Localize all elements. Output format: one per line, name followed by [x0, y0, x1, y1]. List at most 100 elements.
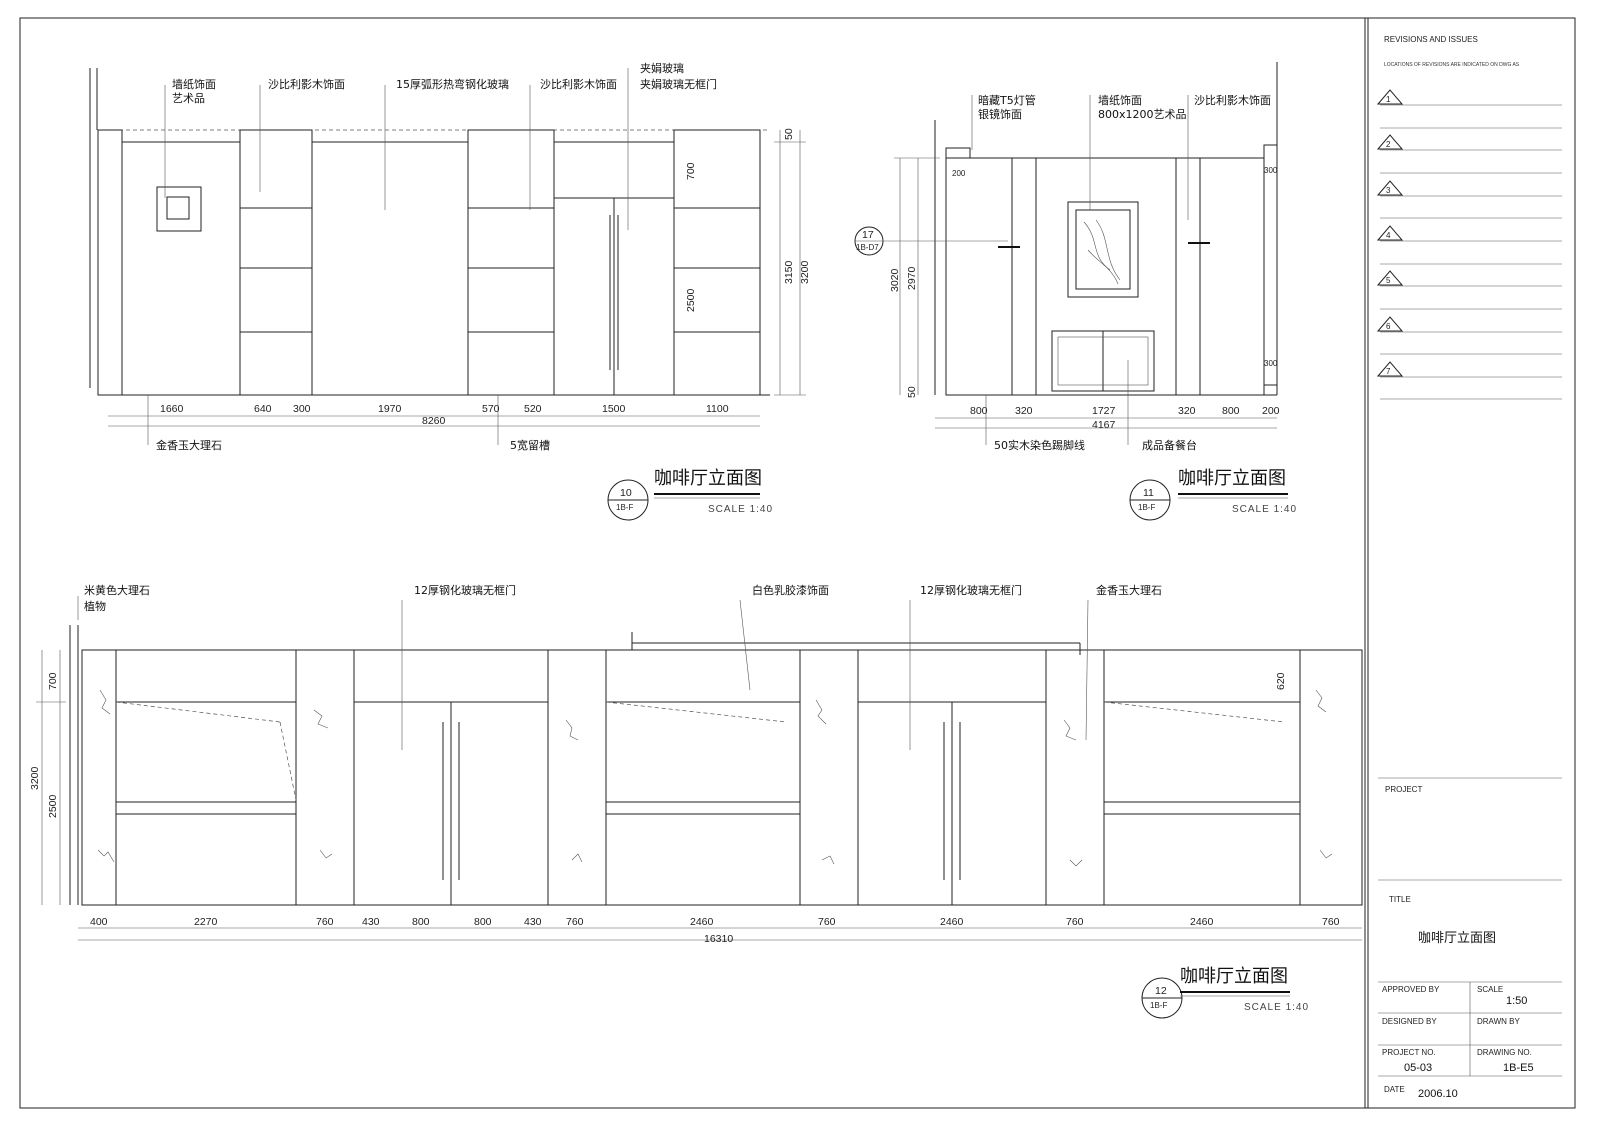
- e10-dim-inner: 2500: [685, 288, 697, 312]
- e10-dim: 1970: [378, 403, 402, 415]
- e11-scale: SCALE 1:40: [1232, 504, 1297, 515]
- e12-dim-inner: 620: [1275, 672, 1287, 690]
- e12-dim: 2270: [194, 916, 218, 928]
- project-no-label: PROJECT NO.: [1382, 1048, 1436, 1057]
- project-no-value: 05-03: [1404, 1062, 1432, 1074]
- e10-dim: 520: [524, 403, 542, 415]
- revision-mark: 3: [1386, 186, 1391, 195]
- title-block: REVISIONS AND ISSUES LOCATIONS OF REVISI…: [1376, 35, 1562, 1100]
- revision-triangle-icon: [1376, 225, 1404, 241]
- drawing-no-value: 1B-E5: [1503, 1062, 1534, 1074]
- e12-label-glass-door1: 12厚钢化玻璃无框门: [414, 583, 516, 597]
- e10-label-wood1: 沙比利影木饰面: [268, 77, 345, 91]
- e10-dim: 570: [482, 403, 500, 415]
- e11-dim: 1727: [1092, 405, 1116, 417]
- revision-mark: 5: [1386, 276, 1391, 285]
- date-label: DATE: [1384, 1085, 1405, 1094]
- elevation-10: 墙纸饰面 艺术品 沙比利影木饰面 15厚弧形热弯钢化玻璃 沙比利影木饰面 夹娟玻…: [89, 61, 811, 521]
- e10-label-wood2: 沙比利影木饰面: [540, 77, 617, 91]
- e11-label-wallpaper: 墙纸饰面: [1098, 93, 1142, 107]
- e11-dim-inner: 200: [952, 169, 966, 178]
- e10-dim-right: 3200: [799, 260, 811, 284]
- revision-list: 1 2 3 4 5 6 7: [1376, 89, 1562, 400]
- e12-ref: 1B-F: [1150, 1001, 1167, 1010]
- e11-ref: 1B-F: [1138, 503, 1155, 512]
- e10-label-wallpaper: 墙纸饰面: [172, 77, 216, 91]
- e12-dim-left: 700: [47, 672, 59, 690]
- e12-title: 咖啡厅立面图: [1180, 966, 1288, 987]
- e12-label-latex-paint: 白色乳胶漆饰面: [752, 583, 829, 597]
- e11-total: 4167: [1092, 419, 1116, 431]
- e10-dim: 1660: [160, 403, 184, 415]
- e10-dim: 1500: [602, 403, 626, 415]
- scale-value: 1:50: [1506, 995, 1527, 1007]
- e11-label-wood: 沙比利影木饰面: [1194, 93, 1271, 107]
- e12-label-plant: 植物: [84, 599, 106, 613]
- drawn-by-label: DRAWN BY: [1477, 1017, 1520, 1026]
- e12-dim: 800: [412, 916, 430, 928]
- sheet-title: 咖啡厅立面图: [1418, 931, 1496, 946]
- e10-dim-right: 50: [783, 128, 795, 140]
- e11-label-sideboard: 成品备餐台: [1142, 438, 1197, 452]
- elevation-12: 米黄色大理石 植物 12厚钢化玻璃无框门 白色乳胶漆饰面 12厚钢化玻璃无框门 …: [29, 583, 1363, 1019]
- revision-triangle-icon: [1376, 89, 1404, 105]
- e10-dim: 300: [293, 403, 311, 415]
- revision-triangle-icon: [1376, 270, 1404, 286]
- title-label: TITLE: [1389, 895, 1411, 904]
- e12-dim: 760: [1322, 916, 1340, 928]
- e11-label-light: 暗藏T5灯管: [978, 93, 1036, 107]
- e11-dim-left: 3020: [889, 268, 901, 292]
- e12-dim: 760: [316, 916, 334, 928]
- e12-num: 12: [1155, 985, 1167, 997]
- e11-label-skirting: 50实木染色踢脚线: [994, 438, 1085, 452]
- revision-triangle-icon: [1376, 316, 1404, 332]
- revision-mark: 4: [1386, 231, 1391, 240]
- e12-dim: 760: [818, 916, 836, 928]
- e11-label-mirror: 银镜饰面: [978, 107, 1022, 121]
- revision-triangle-icon: [1376, 180, 1404, 196]
- e11-dim: 320: [1178, 405, 1196, 417]
- e10-total: 8260: [422, 415, 446, 427]
- e11-title: 咖啡厅立面图: [1178, 468, 1286, 489]
- e12-dim: 760: [1066, 916, 1084, 928]
- e11-dim-left: 2970: [906, 266, 918, 290]
- e12-dim-left: 2500: [47, 794, 59, 818]
- e12-label-beige-marble: 米黄色大理石: [84, 583, 150, 597]
- e10-scale: SCALE 1:40: [708, 504, 773, 515]
- revisions-note: LOCATIONS OF REVISIONS ARE INDICATED ON …: [1384, 62, 1520, 68]
- scale-label: SCALE: [1477, 985, 1503, 994]
- e12-total: 16310: [704, 933, 733, 945]
- revision-mark: 2: [1386, 140, 1391, 149]
- drawing-no-label: DRAWING NO.: [1477, 1048, 1532, 1057]
- e10-label-laminated-glass: 夹娟玻璃: [640, 61, 684, 75]
- e11-callout-num: 17: [862, 229, 874, 241]
- e10-dim-inner: 700: [685, 162, 697, 180]
- project-label: PROJECT: [1385, 785, 1422, 794]
- approved-by-label: APPROVED BY: [1382, 985, 1440, 994]
- e11-dim: 320: [1015, 405, 1033, 417]
- e12-scale: SCALE 1:40: [1244, 1002, 1309, 1013]
- revision-mark: 1: [1386, 95, 1391, 104]
- e11-dim-inner: 300: [1264, 166, 1278, 175]
- e10-label-artwork: 艺术品: [172, 92, 205, 105]
- e11-dim: 200: [1262, 405, 1280, 417]
- e10-num: 10: [620, 487, 632, 499]
- revision-triangle-icon: [1376, 361, 1404, 377]
- e11-dim-inner: 300: [1264, 359, 1278, 368]
- revision-mark: 6: [1386, 322, 1391, 331]
- e11-num: 11: [1143, 487, 1154, 499]
- e10-label-glass-door: 夹娟玻璃无框门: [640, 77, 717, 91]
- e10-label-glass: 15厚弧形热弯钢化玻璃: [396, 77, 509, 91]
- e10-label-groove: 5宽留槽: [510, 438, 550, 452]
- e12-dim: 430: [524, 916, 542, 928]
- e11-dim: 800: [1222, 405, 1240, 417]
- e12-label-gold-marble: 金香玉大理石: [1096, 583, 1162, 597]
- revision-mark: 7: [1386, 367, 1391, 376]
- e12-dim: 430: [362, 916, 380, 928]
- e12-dim: 760: [566, 916, 584, 928]
- e11-label-artwork: 800x1200艺术品: [1098, 108, 1187, 121]
- designed-by-label: DESIGNED BY: [1382, 1017, 1437, 1026]
- revision-triangle-icon: [1376, 134, 1404, 150]
- date-value: 2006.10: [1418, 1088, 1458, 1100]
